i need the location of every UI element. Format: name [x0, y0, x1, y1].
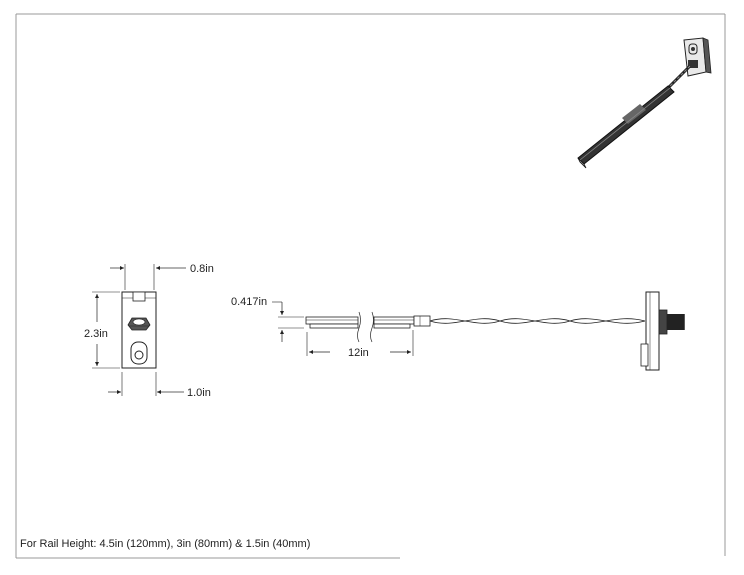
- front-view: [92, 264, 186, 396]
- dim-height-label: 2.3in: [84, 328, 108, 340]
- isometric-view: [577, 37, 712, 169]
- dim-width-top-label: 0.8in: [190, 263, 214, 275]
- dim-length-label: 12in: [348, 347, 369, 359]
- side-view: [272, 291, 685, 371]
- dim-thickness-label: 0.417in: [231, 296, 267, 308]
- rail-height-note: For Rail Height: 4.5in (120mm), 3in (80m…: [20, 538, 311, 550]
- dim-width-bottom-label: 1.0in: [187, 387, 211, 399]
- sheet-border: [15, 13, 726, 559]
